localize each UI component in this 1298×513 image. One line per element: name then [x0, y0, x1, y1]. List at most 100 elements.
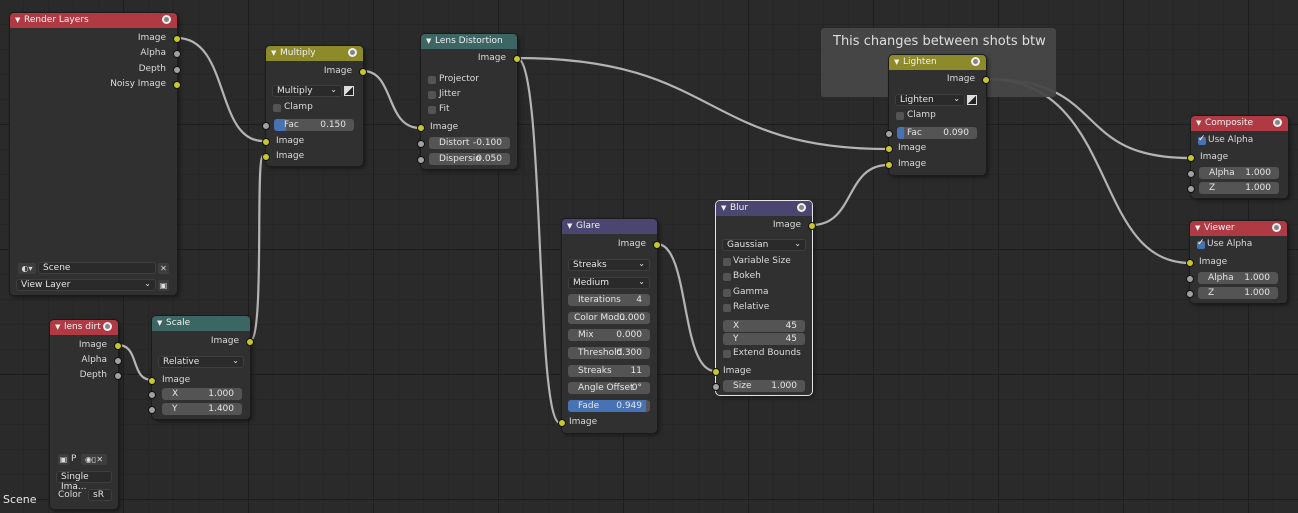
image-actions-icon[interactable]: ◉▯✕	[81, 454, 107, 465]
variable-size-checkbox[interactable]	[723, 258, 731, 266]
angle-offset-field[interactable]: Angle Offset 0°	[568, 382, 650, 394]
distort-socket[interactable]	[417, 140, 425, 148]
glare-type-dropdown[interactable]: Streaks ⌄	[568, 259, 650, 271]
lighten-mix-node[interactable]: ▼ Lighten Image Lighten ⌄ Clamp Fac 0.09…	[885, 55, 990, 175]
output-image-socket[interactable]	[114, 342, 122, 350]
preview-icon[interactable]	[971, 57, 980, 66]
color-modulation-field[interactable]: Color Modu 0.000	[568, 312, 650, 324]
glare-node[interactable]: ▼ Glare Image Streaks ⌄ Medium ⌄ Iterati…	[558, 219, 661, 433]
use-alpha-checkbox[interactable]	[1198, 134, 1206, 145]
alpha-socket[interactable]	[1186, 275, 1194, 283]
filter-type-dropdown[interactable]: Gaussian ⌄	[722, 239, 806, 251]
view-layer-dropdown[interactable]: View Layer ⌄	[16, 279, 156, 291]
composite-node[interactable]: ▼ Composite Use Alpha Image Alpha 1.000 …	[1187, 116, 1288, 198]
output-depth-socket[interactable]	[173, 66, 181, 74]
collapse-icon[interactable]: ▼	[894, 58, 900, 66]
node-header[interactable]: ▼ Render Layers	[10, 13, 177, 28]
collapse-icon[interactable]: ▼	[15, 16, 21, 24]
x-socket[interactable]	[148, 391, 156, 399]
bokeh-checkbox[interactable]	[723, 273, 731, 281]
image-browse-icon[interactable]: ▣	[58, 454, 69, 465]
dispersion-socket[interactable]	[417, 156, 425, 164]
input-image-socket[interactable]	[1186, 259, 1194, 267]
output-alpha-socket[interactable]	[173, 50, 181, 58]
streaks-field[interactable]: Streaks 11	[568, 365, 650, 377]
node-header[interactable]: ▼ Multiply	[266, 46, 363, 61]
output-image-socket[interactable]	[246, 338, 254, 346]
fac-socket[interactable]	[885, 130, 893, 138]
z-field[interactable]: Z 1.000	[1198, 287, 1278, 299]
y-socket[interactable]	[148, 406, 156, 414]
input-image-1-socket[interactable]	[885, 145, 893, 153]
output-image-socket[interactable]	[808, 222, 816, 230]
size-field[interactable]: Size 1.000	[723, 380, 805, 392]
fit-checkbox[interactable]	[428, 106, 436, 114]
input-image-socket[interactable]	[1187, 154, 1195, 162]
clamp-checkbox[interactable]	[896, 112, 904, 120]
input-image-2-socket[interactable]	[262, 153, 270, 161]
preview-icon[interactable]	[348, 48, 357, 57]
threshold-field[interactable]: Threshold 0.300	[568, 347, 650, 359]
node-header[interactable]: ▼ Lens Distortion	[421, 34, 517, 49]
relative-checkbox[interactable]	[723, 304, 731, 312]
scale-node[interactable]: ▼ Scale Image Relative ⌄ Image X 1.000 Y…	[148, 316, 254, 419]
y-field[interactable]: Y 1.400	[162, 403, 242, 415]
x-field[interactable]: X 1.000	[162, 388, 242, 400]
node-header[interactable]: ▼ Glare	[562, 219, 657, 234]
input-image-2-socket[interactable]	[885, 161, 893, 169]
fac-socket[interactable]	[262, 122, 270, 130]
preview-icon[interactable]	[162, 15, 171, 24]
z-socket[interactable]	[1187, 185, 1195, 193]
distort-field[interactable]: Distort -0.100	[429, 137, 510, 149]
preview-icon[interactable]	[797, 203, 806, 212]
collapse-icon[interactable]: ▼	[426, 37, 432, 45]
viewer-node[interactable]: ▼ Viewer Use Alpha Image Alpha 1.000 Z 1…	[1186, 221, 1287, 303]
use-alpha-icon[interactable]	[344, 86, 354, 96]
gamma-checkbox[interactable]	[723, 289, 731, 297]
collapse-icon[interactable]: ▼	[157, 319, 163, 327]
alpha-field[interactable]: Alpha 1.000	[1198, 272, 1278, 284]
scene-field[interactable]: Scene	[38, 262, 156, 274]
image-name[interactable]: P	[71, 454, 77, 464]
preview-icon[interactable]	[1272, 223, 1281, 232]
lens-dirt-image-node[interactable]: ▼ lens dirt Image Alpha Depth ▣ P ◉▯✕ Si…	[50, 320, 122, 509]
collapse-icon[interactable]: ▼	[721, 204, 727, 212]
render-layers-node[interactable]: ▼ Render Layers Image Alpha Depth Noisy …	[10, 13, 181, 295]
render-icon[interactable]: ▣	[158, 280, 169, 291]
node-header[interactable]: ▼ Viewer	[1190, 221, 1287, 236]
input-image-socket[interactable]	[417, 124, 425, 132]
z-socket[interactable]	[1186, 290, 1194, 298]
output-image-socket[interactable]	[982, 76, 990, 84]
blend-mode-dropdown[interactable]: Multiply ⌄	[272, 85, 342, 97]
collapse-icon[interactable]: ▼	[1195, 224, 1201, 232]
output-image-socket[interactable]	[173, 35, 181, 43]
node-header[interactable]: ▼ Scale	[152, 316, 250, 331]
iterations-field[interactable]: Iterations 4	[568, 294, 650, 306]
alpha-field[interactable]: Alpha 1.000	[1199, 167, 1279, 179]
blur-node[interactable]: ▼ Blur Image Gaussian ⌄ Variable Size Bo…	[712, 201, 816, 395]
node-header[interactable]: ▼ Lighten	[889, 55, 986, 70]
node-header[interactable]: ▼ lens dirt	[50, 320, 118, 335]
blend-mode-dropdown[interactable]: Lighten ⌄	[895, 94, 965, 106]
input-image-socket[interactable]	[148, 377, 156, 385]
node-header[interactable]: ▼ Blur	[716, 201, 812, 216]
space-dropdown[interactable]: Relative ⌄	[158, 356, 244, 368]
output-alpha-socket[interactable]	[114, 357, 122, 365]
fac-slider[interactable]: Fac 0.150	[274, 119, 354, 131]
use-alpha-checkbox[interactable]	[1197, 238, 1205, 249]
color-space-dropdown[interactable]: sR	[88, 489, 112, 501]
output-image-socket[interactable]	[653, 241, 661, 249]
lens-distortion-node[interactable]: ▼ Lens Distortion Image Projector Jitter…	[417, 34, 521, 169]
node-header[interactable]: ▼ Composite	[1191, 116, 1288, 131]
quality-dropdown[interactable]: Medium ⌄	[568, 277, 650, 289]
collapse-icon[interactable]: ▼	[1196, 119, 1202, 127]
output-noisy-image-socket[interactable]	[173, 81, 181, 89]
collapse-icon[interactable]: ▼	[271, 49, 277, 57]
x-field[interactable]: X 45	[723, 320, 805, 332]
projector-checkbox[interactable]	[428, 76, 436, 84]
output-depth-socket[interactable]	[114, 372, 122, 380]
z-field[interactable]: Z 1.000	[1199, 182, 1279, 194]
collapse-icon[interactable]: ▼	[567, 222, 573, 230]
dispersion-field[interactable]: Dispersio 0.050	[429, 153, 510, 165]
extend-bounds-checkbox[interactable]	[723, 350, 731, 358]
